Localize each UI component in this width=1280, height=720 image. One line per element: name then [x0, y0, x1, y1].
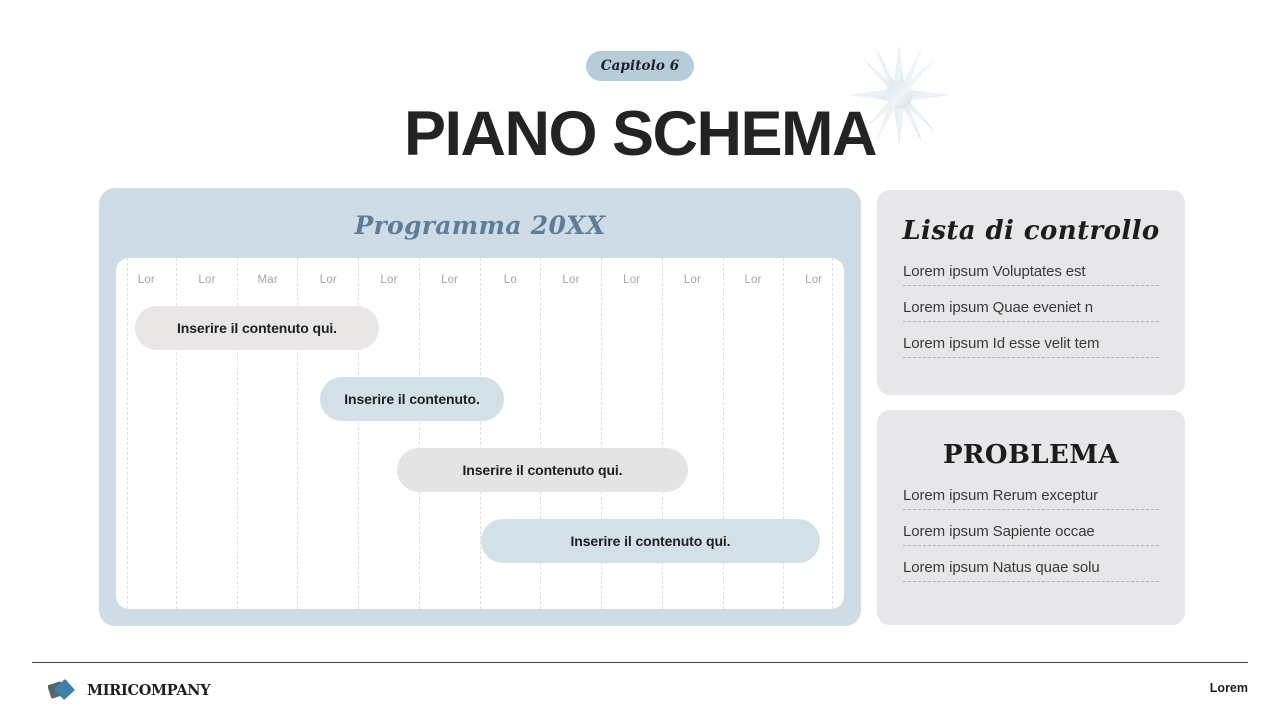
timeline-bars: Inserire il contenuto qui. Inserire il co…	[116, 258, 844, 609]
problem-item-3: Lorem ipsum Natus quae solu	[903, 559, 1159, 582]
timeline-gridline-4	[358, 258, 419, 609]
page-header: Capitolo 6	[0, 0, 1280, 180]
timeline-bar-label: Inserire il contenuto qui.	[570, 533, 731, 549]
timeline-gridline-5	[418, 258, 480, 609]
timeline-gridline-0	[116, 258, 176, 609]
timeline-bar-2[interactable]: Inserire il contenuto.	[320, 377, 504, 421]
problem-item-2: Lorem ipsum Sapiente occae	[903, 523, 1159, 546]
timeline-column-label: Lo	[503, 274, 517, 286]
chapter-badge: Capitolo 6	[586, 51, 694, 81]
timeline-column-label: Lor	[380, 274, 398, 286]
checklist-panel-title: Lista di controllo	[902, 216, 1160, 246]
page-title: PIANO SCHEMA	[403, 99, 878, 169]
timeline-bar-label: Inserire il contenuto.	[344, 391, 480, 407]
page-footer: MIRICOMPANY Lorem	[32, 675, 1248, 705]
timeline-bar-label: Inserire il contenuto qui.	[177, 320, 337, 336]
timeline-bar-3[interactable]: Inserire il contenuto qui.	[397, 448, 688, 492]
timeline-bar-label: Inserire il contenuto qui.	[462, 462, 623, 478]
brand: MIRICOMPANY	[47, 675, 211, 705]
timeline-column-label: Mar	[257, 274, 278, 286]
timeline-column-label: Lor	[562, 274, 580, 286]
timeline-gridline-1	[175, 258, 237, 609]
timeline-column-label: Lor	[805, 274, 823, 286]
timeline-column-label: Lor	[623, 274, 641, 286]
overlapping-diamonds-logo-icon	[47, 678, 78, 702]
checklist-item-3: Lorem ipsum Id esse velit tem	[903, 335, 1159, 358]
sparkle-star-icon	[846, 42, 952, 148]
brand-name: MIRICOMPANY	[87, 681, 211, 699]
problem-panel-title: PROBLEMA	[942, 440, 1120, 470]
checklist-panel: Lista di controllo Lorem ipsum Voluptate…	[877, 190, 1185, 395]
timeline-column-label: Lor	[137, 274, 155, 286]
timeline-gridline-6	[479, 258, 541, 609]
timeline-heading: Programma 20XX	[354, 211, 606, 240]
timeline-gridline-8	[601, 258, 662, 609]
checklist-item-1: Lorem ipsum Voluptates est	[903, 263, 1159, 286]
timeline-column-label: Lor	[319, 274, 337, 286]
timeline-gridline-2	[236, 258, 298, 609]
timeline-bar-4[interactable]: Inserire il contenuto qui.	[481, 519, 820, 563]
problem-item-1: Lorem ipsum Rerum exceptur	[903, 487, 1159, 510]
timeline-column-label: Lor	[744, 274, 762, 286]
timeline-grid: Lor Lor Mar Lor Lor Lor Lo Lor Lor Lor Lor Lor Inse…	[116, 258, 844, 609]
timeline-column-label: Lor	[683, 274, 701, 286]
checklist-item-2: Lorem ipsum Quae eveniet n	[903, 299, 1159, 322]
timeline-column-label: Lor	[198, 274, 216, 286]
timeline-gridline-11	[783, 258, 844, 609]
timeline-gridline-start	[127, 258, 128, 609]
timeline-gridlines	[116, 258, 844, 609]
timeline-gridline-3	[297, 258, 358, 609]
timeline-bar-1[interactable]: Inserire il contenuto qui.	[135, 306, 379, 350]
timeline-gridline-10	[722, 258, 784, 609]
timeline-column-headers: Lor Lor Mar Lor Lor Lor Lo Lor Lor Lor Lor Lor	[116, 258, 844, 302]
timeline-column-label: Lor	[441, 274, 459, 286]
timeline-gridline-9	[661, 258, 723, 609]
timeline-gridline-end	[832, 258, 833, 609]
footer-right-label: Lorem	[1209, 681, 1248, 695]
footer-divider	[32, 662, 1248, 663]
timeline-gridline-7	[540, 258, 601, 609]
